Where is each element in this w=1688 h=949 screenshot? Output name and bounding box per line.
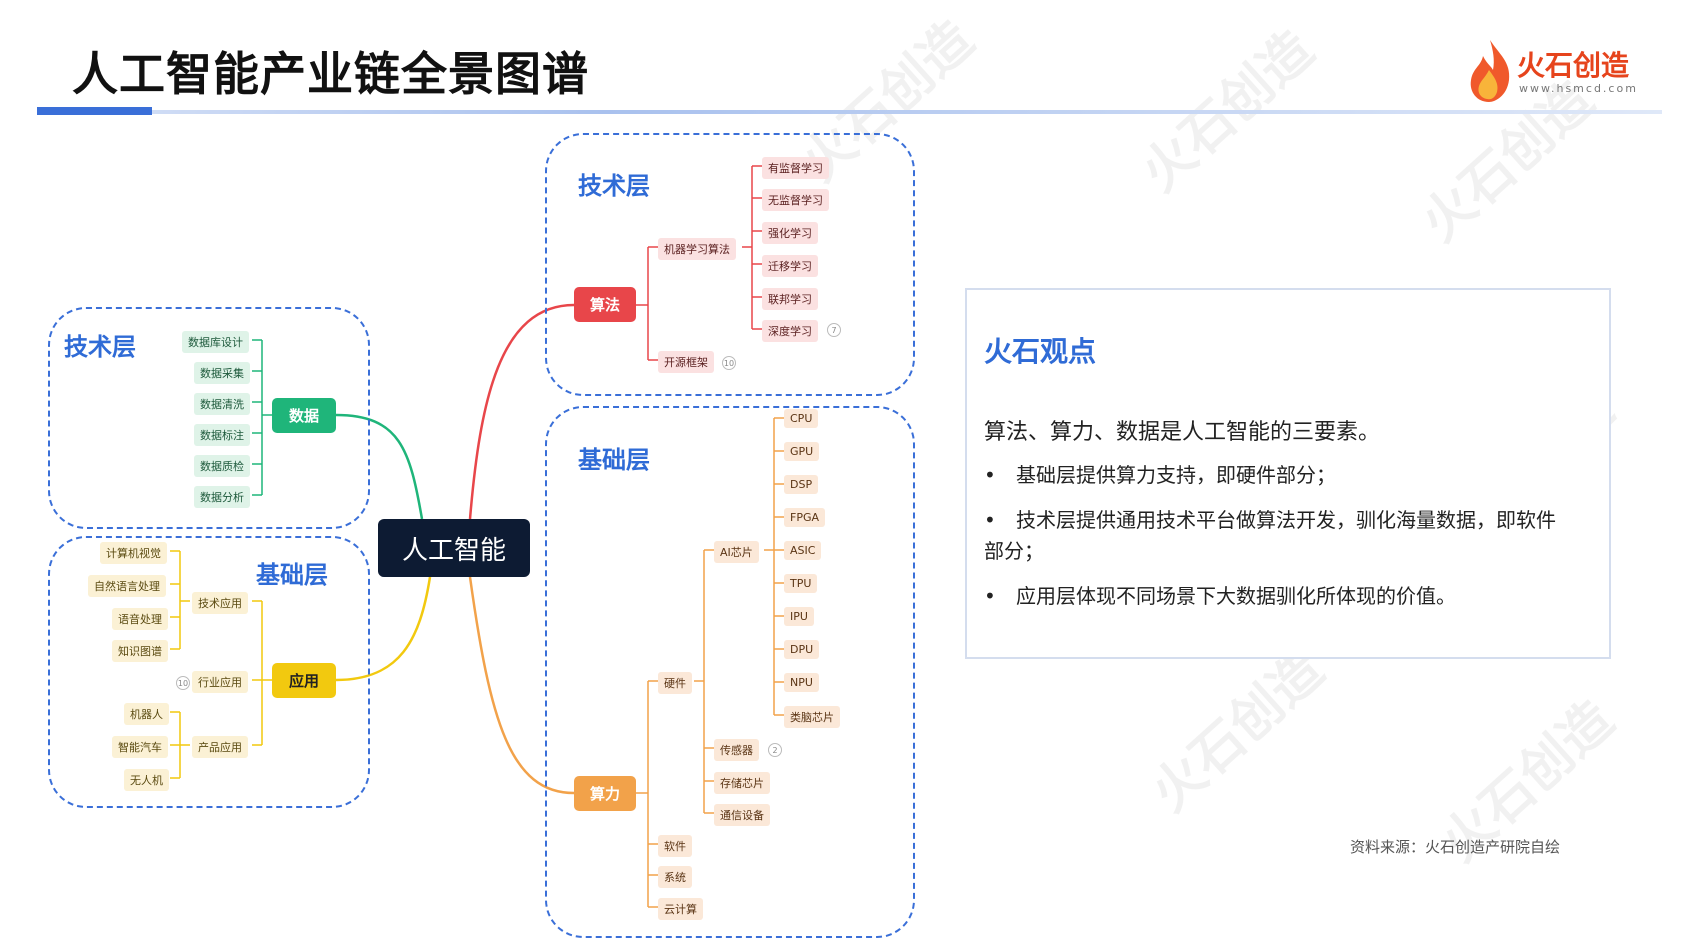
bullet: • [984, 584, 996, 608]
bullet: • [984, 508, 996, 532]
chip-item: IPU [784, 607, 814, 626]
algorithm-item: 无监督学习 [762, 189, 829, 211]
app-item: 自然语言处理 [88, 575, 166, 597]
chip-item: NPU [784, 673, 819, 692]
storage-chip-label: 存储芯片 [714, 772, 770, 794]
layer-label-compute: 基础层 [578, 446, 650, 474]
layer-label-application: 基础层 [256, 561, 328, 589]
app-item: 语音处理 [112, 608, 168, 630]
chip-item: DSP [784, 475, 819, 494]
app-item: 知识图谱 [112, 640, 168, 662]
hub-data: 数据 [272, 398, 336, 433]
algorithm-item: 迁移学习 [762, 255, 818, 277]
compute-other-item: 软件 [658, 835, 692, 857]
algorithm-item: 深度学习 [762, 320, 818, 342]
panel-point-text: 技术层提供通用技术平台做算法开发，驯化海量数据，即软件部分； [984, 508, 1556, 563]
comm-device-label: 通信设备 [714, 804, 770, 826]
app-group-label: 技术应用 [192, 592, 248, 614]
app-item: 计算机视觉 [100, 542, 167, 564]
algorithm-group-label: 机器学习算法 [658, 238, 736, 260]
logo-name: 火石创造 [1517, 49, 1630, 82]
chip-item: DPU [784, 640, 820, 659]
algorithm-item: 强化学习 [762, 222, 818, 244]
hub-compute: 算力 [574, 776, 636, 811]
chip-item: ASIC [784, 541, 822, 560]
panel-point-text: 应用层体现不同场景下大数据驯化所体现的价值。 [1016, 584, 1456, 608]
app-item: 无人机 [124, 769, 169, 791]
chip-item: CPU [784, 409, 819, 428]
app-group-label: 产品应用 [192, 736, 248, 758]
chip-item: FPGA [784, 508, 826, 527]
panel-points: •基础层提供算力支持，即硬件部分； •技术层提供通用技术平台做算法开发，驯化海量… [984, 460, 1564, 626]
panel-point: • 基础层提供算力支持，即硬件部分； [984, 460, 1564, 491]
data-item: 数据库设计 [182, 331, 249, 353]
logo-url: www.hsmcd.com [1519, 82, 1638, 95]
panel-summary: 算法、算力、数据是人工智能的三要素。 [984, 420, 1381, 445]
data-item: 数据清洗 [194, 393, 250, 415]
hub-application: 应用 [272, 663, 336, 698]
chip-item: GPU [784, 442, 820, 461]
algorithm-item: 联邦学习 [762, 288, 818, 310]
data-item: 数据采集 [194, 362, 250, 384]
title-underline [152, 110, 1662, 114]
algorithm-layer-box [545, 133, 915, 396]
collapsed-count-badge: 7 [827, 323, 841, 337]
chip-item: 类脑芯片 [784, 706, 840, 728]
app-group-label: 行业应用 [192, 671, 248, 693]
insight-panel: 火石观点 算法、算力、数据是人工智能的三要素。 • 基础层提供算力支持，即硬件部分… [965, 288, 1611, 659]
collapsed-count-badge: 10 [176, 676, 190, 690]
collapsed-count-badge: 2 [768, 743, 782, 757]
ai-chip-label: AI芯片 [714, 541, 759, 563]
panel-title: 火石观点 [984, 335, 1097, 368]
logo: 火石创造 www.hsmcd.com [1465, 36, 1665, 106]
algorithm-item: 有监督学习 [762, 157, 829, 179]
data-item: 数据分析 [194, 486, 250, 508]
root-node: 人工智能 [378, 519, 530, 577]
compute-layer-box [545, 406, 915, 938]
compute-hardware-label: 硬件 [658, 672, 692, 694]
compute-other-item: 系统 [658, 866, 692, 888]
layer-label-algorithm: 技术层 [578, 172, 650, 200]
chip-item: TPU [784, 574, 818, 593]
data-item: 数据质检 [194, 455, 250, 477]
panel-point-text: 基础层提供算力支持，即硬件部分； [1016, 463, 1336, 487]
compute-other-item: 云计算 [658, 898, 703, 920]
title-underline-accent [37, 107, 152, 115]
data-layer-box [48, 307, 370, 529]
algorithm-group-label: 开源框架 [658, 351, 714, 373]
source-note: 资料来源：火石创造产研院自绘 [1350, 838, 1561, 856]
flame-icon [1470, 40, 1510, 102]
application-layer-box [48, 536, 370, 808]
collapsed-count-badge: 10 [722, 356, 736, 370]
page-title: 人工智能产业链全景图谱 [72, 47, 589, 101]
panel-point: •技术层提供通用技术平台做算法开发，驯化海量数据，即软件部分； [984, 505, 1564, 567]
layer-label-data: 技术层 [64, 333, 136, 361]
app-item: 智能汽车 [112, 736, 168, 758]
hub-algorithm: 算法 [574, 287, 636, 322]
sensor-label: 传感器 [714, 739, 759, 761]
panel-point: • 应用层体现不同场景下大数据驯化所体现的价值。 [984, 581, 1564, 612]
app-item: 机器人 [124, 703, 169, 725]
bullet: • [984, 463, 996, 487]
data-item: 数据标注 [194, 424, 250, 446]
